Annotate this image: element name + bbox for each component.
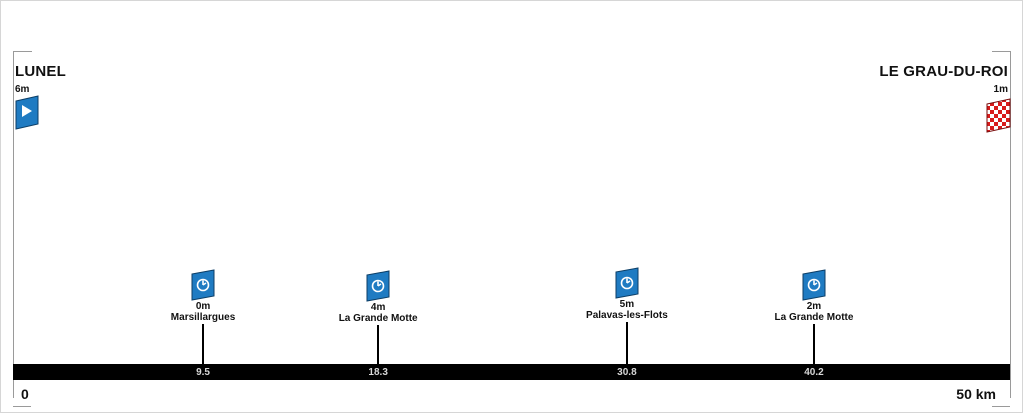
start-flag-icon [15, 95, 39, 130]
point-stem [812, 324, 815, 364]
point-altitude: 0m [195, 301, 211, 312]
start-altitude: 6m [15, 84, 30, 95]
axis-tick-label: 40.2 [804, 367, 824, 378]
sprint-icon [615, 267, 639, 299]
point-altitude: 2m [806, 301, 822, 312]
point-name: Palavas-les-Flots [586, 310, 668, 321]
axis-tick-label: 18.3 [368, 367, 388, 378]
sprint-icon [802, 269, 826, 301]
axis-tick-label: 9.5 [196, 367, 210, 378]
finish-altitude: 1m [993, 84, 1008, 95]
sprint-icon [366, 270, 390, 302]
point-name: La Grande Motte [338, 313, 418, 324]
point-stem [377, 325, 380, 364]
point-stem [202, 324, 205, 364]
point-altitude: 4m [370, 302, 386, 313]
end-km-label: 50 km [956, 386, 996, 402]
right-bracket-bottom [992, 396, 1010, 407]
sprint-icon [191, 269, 215, 301]
start-town-name: LUNEL [15, 63, 66, 80]
point-name: La Grande Motte [774, 312, 854, 323]
distance-axis [13, 364, 1010, 380]
axis-tick-label: 30.8 [617, 367, 637, 378]
finish-town-name: LE GRAU-DU-ROI [879, 63, 1008, 80]
point-name: Marsillargues [170, 312, 236, 323]
start-km-label: 0 [21, 386, 29, 402]
finish-flag-icon [986, 98, 1011, 133]
left-bracket [13, 51, 32, 398]
right-bracket [992, 51, 1011, 398]
point-stem [625, 322, 628, 364]
point-altitude: 5m [619, 299, 635, 310]
left-bracket-bottom [13, 396, 31, 407]
